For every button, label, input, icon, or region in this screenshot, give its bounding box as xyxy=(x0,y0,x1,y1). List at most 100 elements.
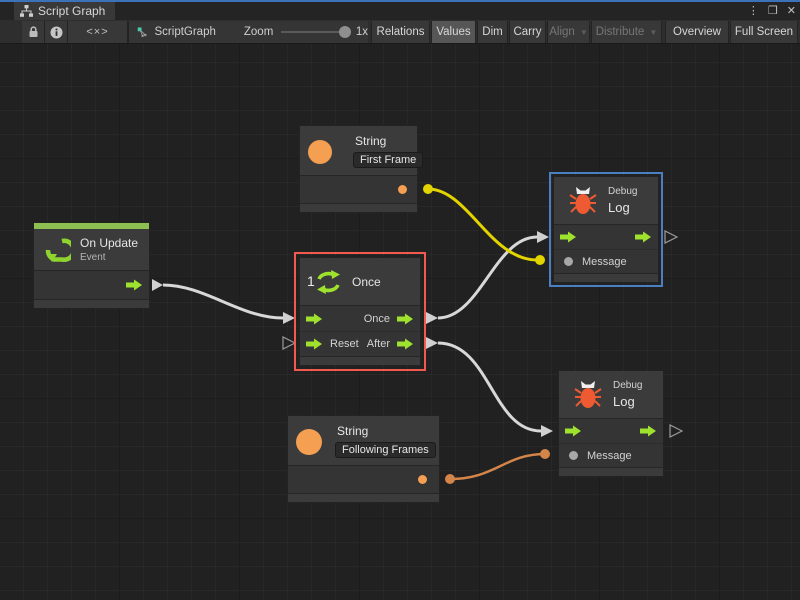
node-header: Debug Log xyxy=(554,177,658,225)
node-once[interactable]: 1 Once Once Reset After xyxy=(294,252,426,371)
window-maximize-icon[interactable]: ❒ xyxy=(767,4,778,17)
script-graph-icon xyxy=(137,27,147,37)
unconnected-port-marker xyxy=(282,336,297,350)
once-cycle-icon xyxy=(317,270,340,294)
message-input-port[interactable] xyxy=(569,451,578,460)
flow-output-port[interactable] xyxy=(635,231,652,243)
string-value-field[interactable]: Following Frames xyxy=(335,442,436,458)
tab-bar: Script Graph ⋮ ❒ ✕ xyxy=(0,0,800,20)
flow-input-port[interactable] xyxy=(560,231,577,243)
wire-arrowhead xyxy=(283,312,295,324)
string-output-port[interactable] xyxy=(418,475,427,484)
node-footer xyxy=(559,467,663,476)
node-subtitle: Debug xyxy=(608,186,638,197)
toolbar-button-values[interactable]: Values xyxy=(431,21,476,43)
flow-output-port-after[interactable] xyxy=(397,338,414,350)
unconnected-port-marker xyxy=(664,230,679,244)
wire-after-to-debugbottom xyxy=(437,341,542,433)
toolbar-button-dim[interactable]: Dim xyxy=(477,21,508,43)
port-label-message: Message xyxy=(587,449,632,462)
window-menu-icon[interactable]: ⋮ xyxy=(747,4,759,17)
node-header: String First Frame xyxy=(300,126,424,176)
wire-start-marker xyxy=(426,312,438,324)
string-type-icon xyxy=(296,429,322,455)
zoom-value: 1x xyxy=(355,26,368,38)
port-label-message: Message xyxy=(582,255,627,268)
flow-output-port[interactable] xyxy=(640,425,657,437)
node-output-row xyxy=(300,176,417,203)
window-close-icon[interactable]: ✕ xyxy=(786,4,796,17)
node-footer xyxy=(554,273,658,282)
zoom-label: Zoom xyxy=(243,26,274,38)
node-footer xyxy=(300,356,420,365)
node-header: Debug Log xyxy=(559,371,663,419)
graph-breadcrumb[interactable]: ScriptGraph xyxy=(154,26,216,38)
toolbar-button-align[interactable]: Align▼ xyxy=(547,21,590,43)
zoom-slider[interactable] xyxy=(281,26,351,38)
flow-input-port[interactable] xyxy=(565,425,582,437)
toolbar-button-carry[interactable]: Carry xyxy=(509,21,546,43)
once-row-2: Reset After xyxy=(300,331,420,356)
wire-onupdate-to-once xyxy=(162,283,284,320)
wire-start-marker xyxy=(426,337,438,349)
graph-canvas[interactable]: String First Frame On Update Event xyxy=(0,44,800,600)
node-footer xyxy=(288,493,439,502)
toolbar-button-distribute[interactable]: Distribute▼ xyxy=(591,21,662,43)
message-input-port[interactable] xyxy=(564,257,573,266)
node-string-following-frames[interactable]: String Following Frames xyxy=(287,415,440,503)
tab-script-graph[interactable]: Script Graph xyxy=(14,2,116,20)
once-count-badge: 1 xyxy=(307,273,315,289)
flow-output-port-once[interactable] xyxy=(397,313,414,325)
flow-output-port[interactable] xyxy=(126,279,143,291)
lock-icon xyxy=(29,26,37,37)
port-label-once: Once xyxy=(363,312,390,325)
node-footer xyxy=(300,203,417,212)
toolbar-button-relations[interactable]: Relations xyxy=(371,21,430,43)
node-footer xyxy=(34,299,149,308)
toolbar-button-overview[interactable]: Overview xyxy=(665,21,729,43)
node-title: String xyxy=(337,424,369,438)
code-icon: <×> xyxy=(86,26,109,38)
on-update-loop-icon xyxy=(45,238,71,262)
node-subtitle: Debug xyxy=(613,380,643,391)
node-subtitle: Event xyxy=(80,252,106,263)
wire-endpoint-dot xyxy=(535,255,545,265)
node-debug-log-top[interactable]: Debug Log Message xyxy=(549,172,663,287)
node-title: Log xyxy=(608,200,630,215)
toolbar-button-fullscreen[interactable]: Full Screen xyxy=(730,21,798,43)
graph-hierarchy-icon xyxy=(20,5,33,17)
debug-flow-row xyxy=(554,225,658,249)
node-on-update[interactable]: On Update Event xyxy=(33,222,150,309)
wire-endpoint-dot xyxy=(540,449,550,459)
wire-string-to-message-bottom xyxy=(449,452,546,481)
info-button[interactable] xyxy=(45,21,68,43)
wire-arrowhead xyxy=(537,231,549,243)
string-value-field[interactable]: First Frame xyxy=(353,152,424,168)
wire-arrowhead xyxy=(541,425,553,437)
info-icon xyxy=(50,26,62,38)
graph-breadcrumb-zoom-section: ScriptGraph Zoom 1x xyxy=(128,21,368,43)
node-header: 1 Once xyxy=(300,258,420,306)
node-title: On Update xyxy=(80,236,139,250)
zoom-slider-handle[interactable] xyxy=(338,26,351,38)
lock-button[interactable] xyxy=(22,21,45,43)
node-title: Once xyxy=(352,275,381,289)
flow-input-port[interactable] xyxy=(306,313,323,325)
node-string-first-frame[interactable]: String First Frame xyxy=(299,125,424,213)
flow-input-port-reset[interactable] xyxy=(306,338,323,350)
string-output-port[interactable] xyxy=(398,185,407,194)
chevron-down-icon: ▼ xyxy=(579,27,588,37)
debug-message-row: Message xyxy=(554,249,658,273)
node-debug-log-bottom[interactable]: Debug Log Message xyxy=(558,370,664,477)
node-title: String xyxy=(355,134,387,148)
node-output-row xyxy=(34,271,149,299)
once-row-1: Once xyxy=(300,306,420,331)
wire-start-marker xyxy=(152,279,163,291)
unconnected-port-marker xyxy=(669,424,684,438)
node-output-row xyxy=(288,466,439,493)
debug-bug-icon xyxy=(569,187,597,214)
debug-message-row: Message xyxy=(559,443,663,467)
edit-source-button[interactable]: <×> xyxy=(68,21,128,43)
tab-title: Script Graph xyxy=(38,4,106,18)
